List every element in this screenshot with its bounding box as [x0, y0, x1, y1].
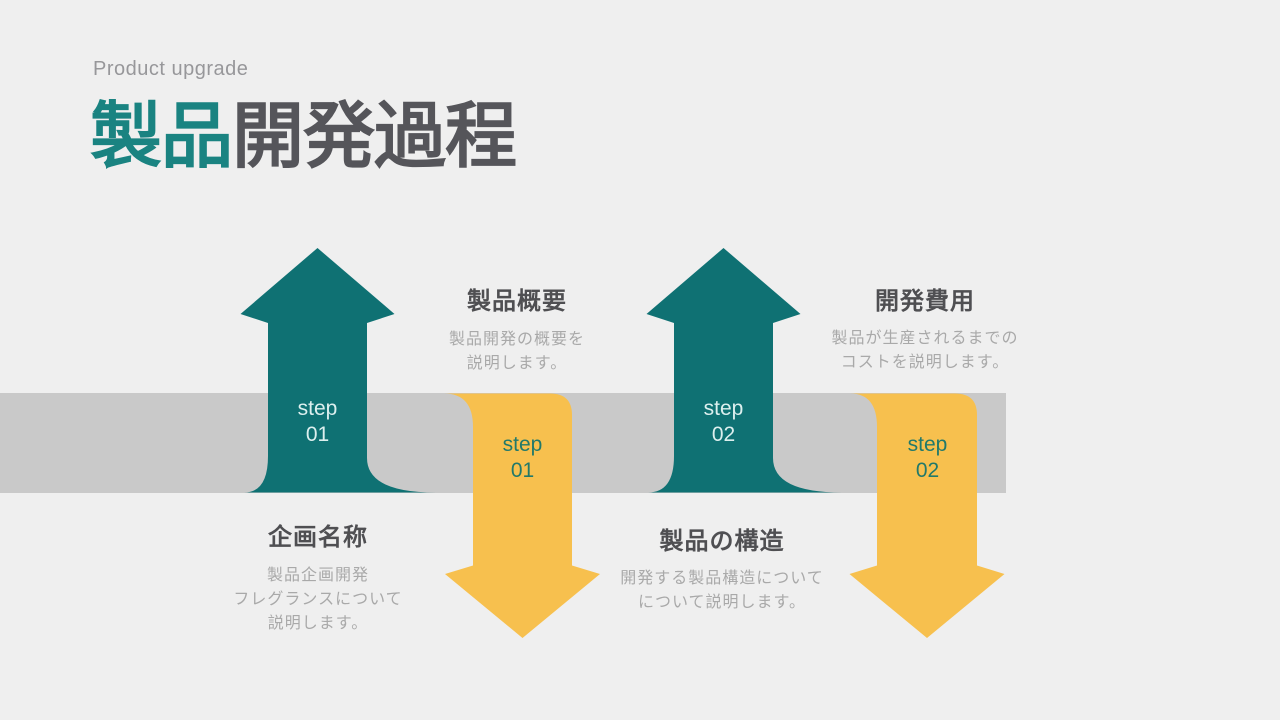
desc-line: フレグランスについて	[233, 591, 403, 608]
down-arrow-step-01-icon	[444, 393, 600, 638]
block-heading-product-overview: 製品概要	[467, 288, 567, 315]
step-number: 01	[305, 423, 330, 446]
up-arrow-step-02-icon	[646, 248, 842, 493]
block-heading-product-structure: 製品の構造	[659, 528, 785, 555]
step-word: step	[297, 397, 338, 420]
step-label-02-down: step 02	[878, 432, 977, 484]
desc-line: について説明します。	[638, 594, 806, 611]
desc-line: 製品開発の概要を	[448, 331, 585, 348]
desc-line: コストを説明します。	[840, 354, 1010, 371]
desc-line: 説明します。	[466, 355, 568, 372]
step-label-01-down: step 01	[473, 432, 572, 484]
block-desc-product-overview: 製品開発の概要を 説明します。	[367, 328, 667, 376]
page-title: 製品開発過程	[90, 97, 517, 177]
block-desc-development-cost: 製品が生産されるまでの コストを説明します。	[775, 327, 1075, 375]
desc-line: 開発する製品構造について	[620, 570, 824, 587]
down-arrow-step-02-icon	[849, 393, 1005, 638]
desc-line: 製品企画開発	[266, 567, 369, 584]
eyebrow-text: Product upgrade	[93, 58, 249, 80]
desc-line: 説明します。	[267, 615, 369, 632]
block-desc-product-structure: 開発する製品構造について について説明します。	[572, 567, 872, 615]
up-arrow-step-01-icon	[240, 248, 436, 493]
desc-line: 製品が生産されるまでの	[831, 330, 1019, 347]
block-desc-plan-name: 製品企画開発 フレグランスについて 説明します。	[168, 564, 468, 636]
page-title-accent: 製品	[90, 97, 233, 177]
block-heading-plan-name: 企画名称	[268, 524, 368, 551]
step-word: step	[907, 433, 948, 456]
step-word: step	[703, 397, 744, 420]
step-number: 02	[711, 423, 736, 446]
step-word: step	[502, 433, 543, 456]
step-number: 01	[510, 459, 535, 482]
page-title-rest: 開発過程	[232, 97, 517, 177]
step-number: 02	[915, 459, 940, 482]
step-label-01-up: step 01	[268, 396, 367, 448]
step-label-02-up: step 02	[674, 396, 773, 448]
block-heading-development-cost: 開発費用	[875, 288, 975, 315]
